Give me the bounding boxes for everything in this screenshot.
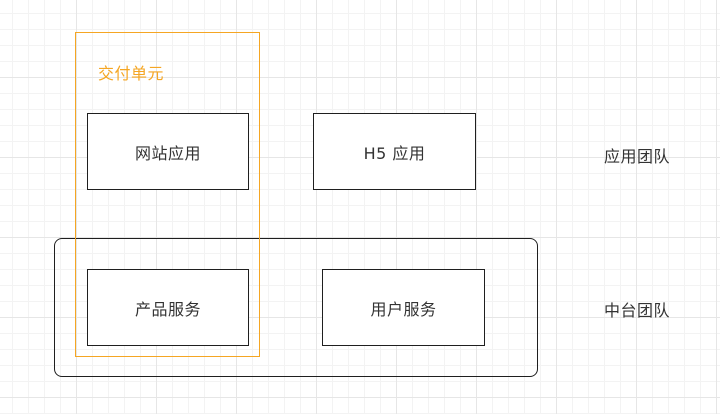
user-service-label: 用户服务 xyxy=(370,299,437,319)
app-team-label: 应用团队 xyxy=(604,147,671,166)
h5-app-box[interactable]: H5 应用 xyxy=(313,113,476,190)
product-service-label: 产品服务 xyxy=(134,299,201,319)
platform-team-group[interactable] xyxy=(54,238,538,377)
delivery-unit-label: 交付单元 xyxy=(98,64,165,83)
user-service-box[interactable]: 用户服务 xyxy=(322,269,485,346)
platform-team-label: 中台团队 xyxy=(604,301,671,320)
delivery-unit-group[interactable] xyxy=(75,32,260,357)
website-app-box[interactable]: 网站应用 xyxy=(87,113,249,190)
h5-app-label: H5 应用 xyxy=(363,143,426,163)
product-service-box[interactable]: 产品服务 xyxy=(87,269,249,346)
website-app-label: 网站应用 xyxy=(134,143,201,163)
